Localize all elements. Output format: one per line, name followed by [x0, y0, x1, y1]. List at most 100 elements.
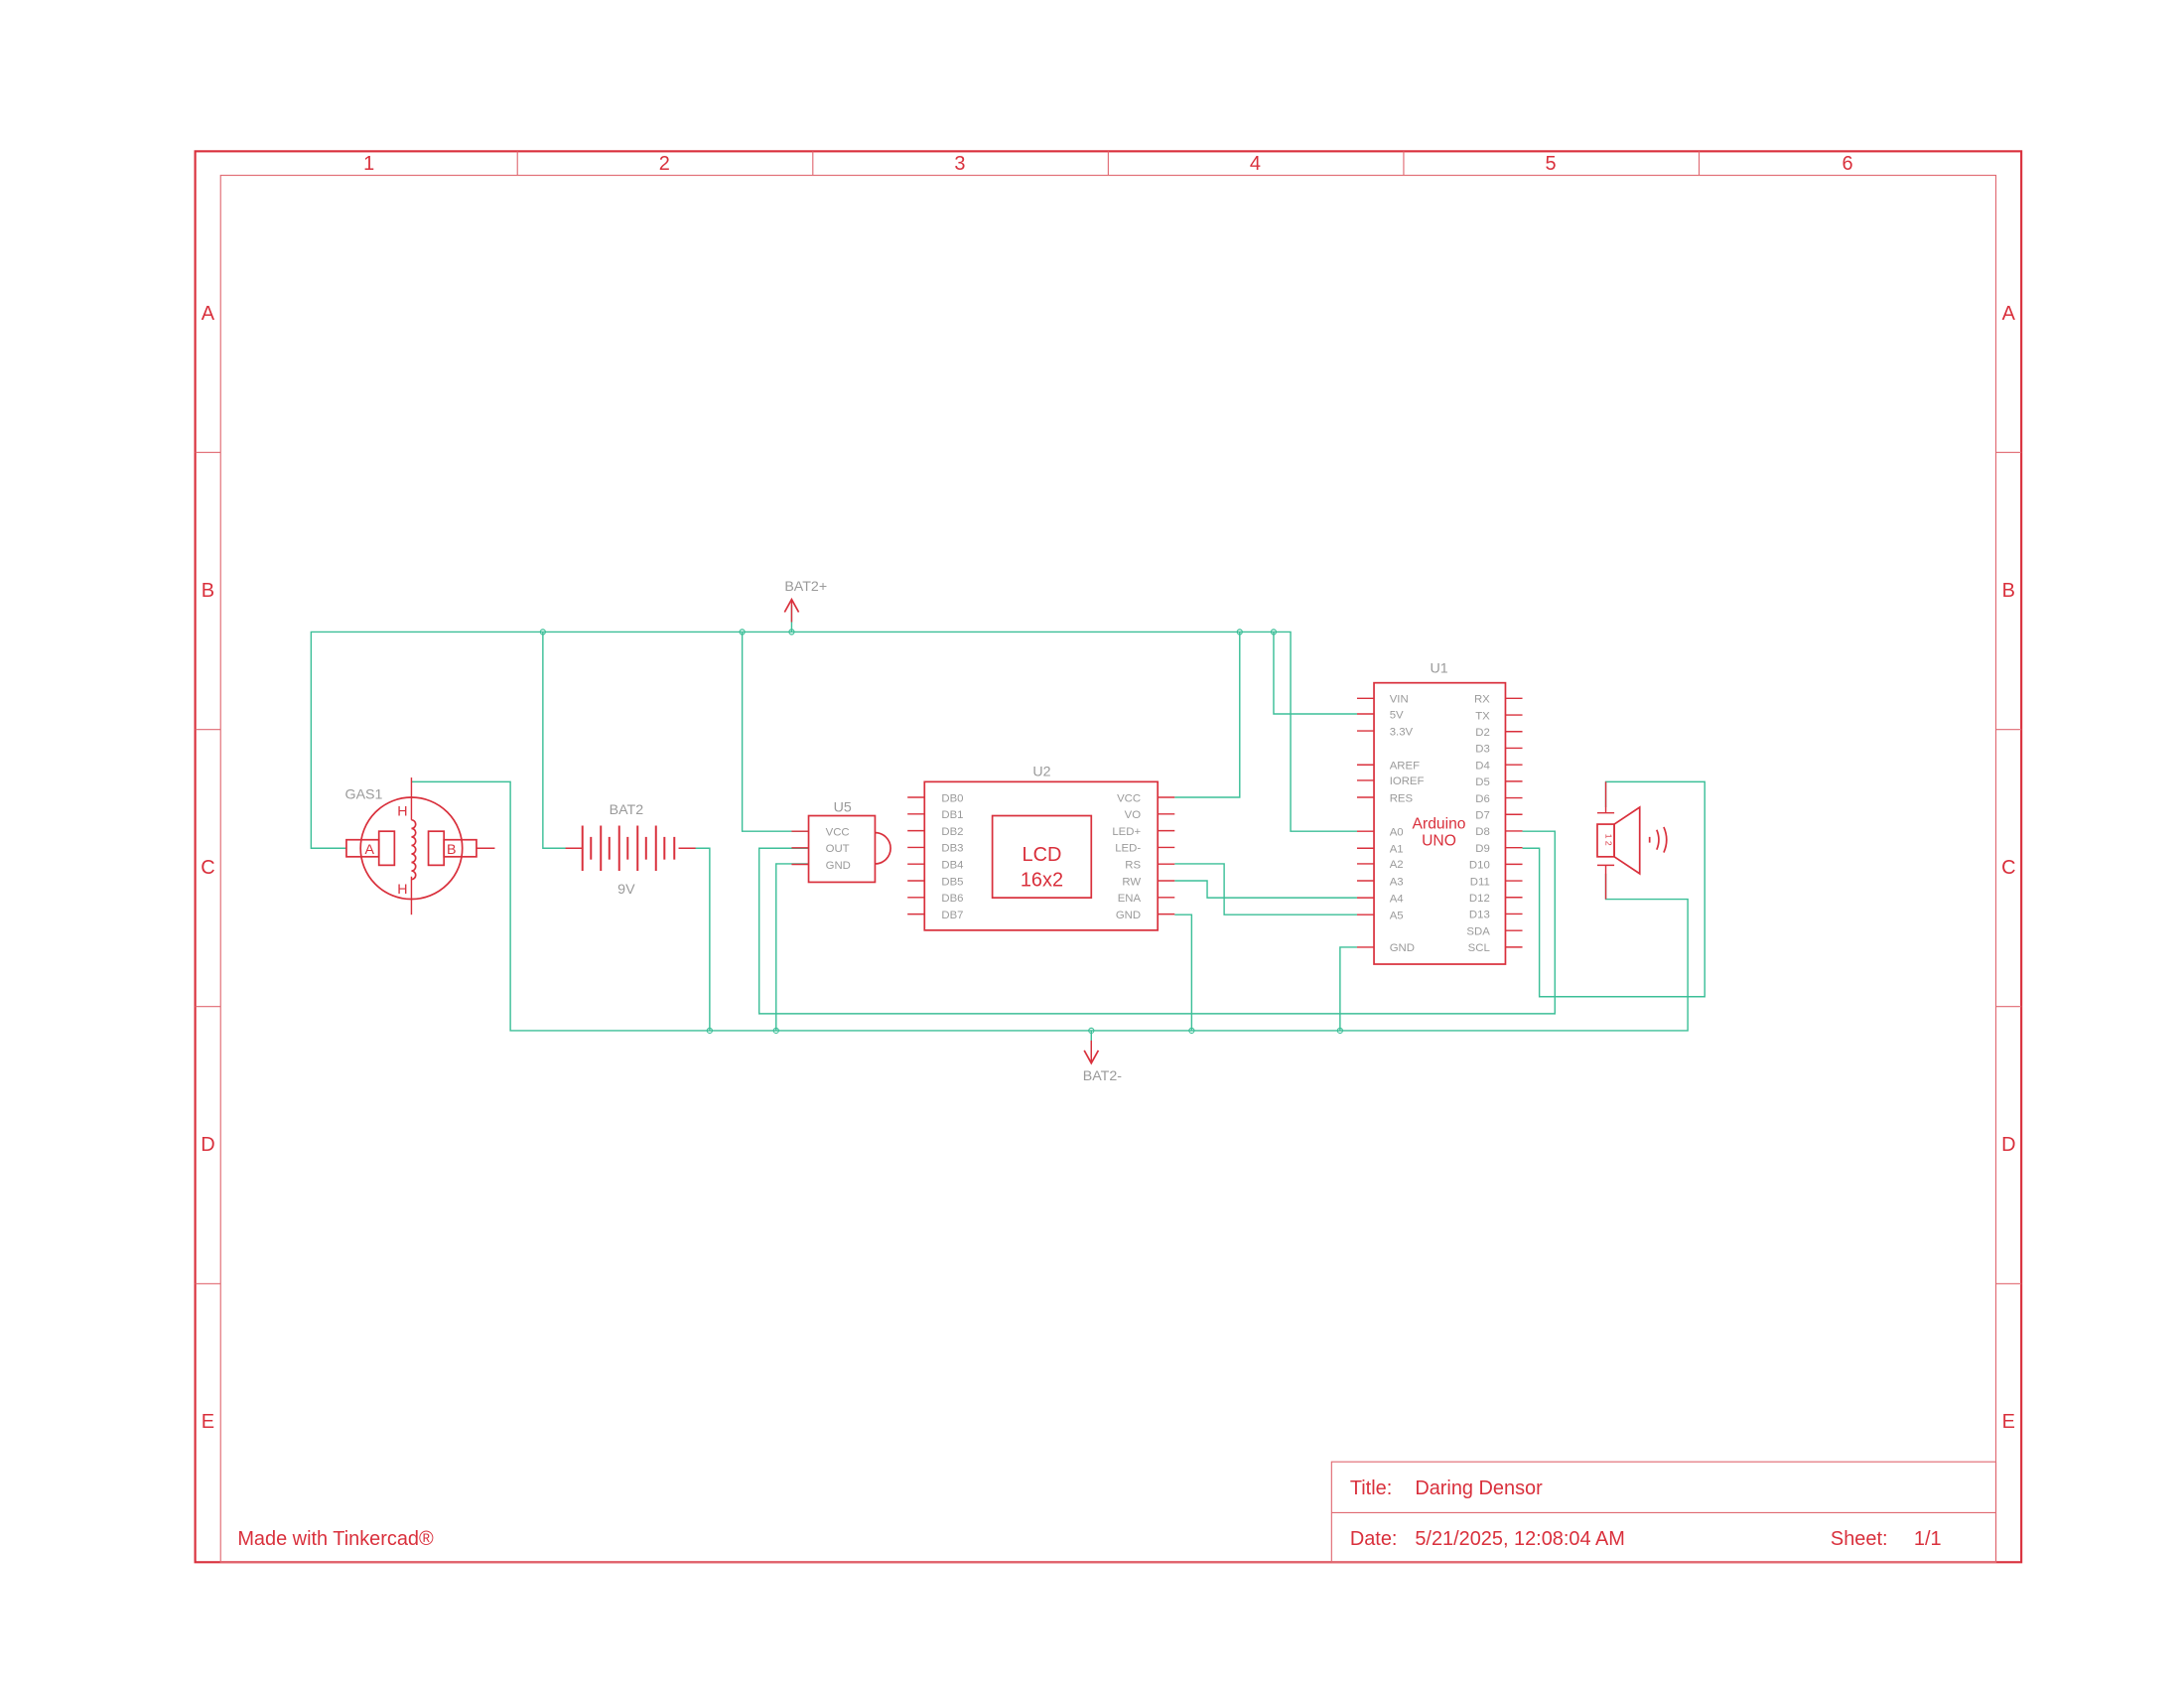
lcd-pin-label: DB2 [941, 826, 963, 838]
wires [310, 605, 1706, 1057]
arduino-pin-label: TX [1475, 710, 1490, 722]
wire-arduino-5v [1273, 632, 1357, 715]
wire-d9-speaker [1522, 780, 1706, 998]
wire-junction [1188, 1027, 1195, 1035]
arduino-pin-label: D6 [1475, 793, 1490, 805]
lcd-pin-label: LED+ [1112, 826, 1141, 838]
arduino-pin-label: IOREF [1390, 775, 1425, 787]
row-label-right: B [2002, 580, 2015, 602]
wire-battery-plus [542, 632, 583, 849]
row-label-left: B [202, 580, 214, 602]
lcd-pin-label: RS [1125, 859, 1141, 871]
sensor-u5[interactable]: U5 VCC OUT GND [791, 799, 891, 884]
lcd-pin-label: RW [1122, 876, 1141, 888]
gas-sensor-gas1[interactable]: GAS1 H H A B [345, 777, 495, 915]
arduino-pin-label: A1 [1390, 844, 1404, 856]
wire-junction [706, 1027, 713, 1035]
sheet-label: Sheet: [1831, 1528, 1888, 1550]
arduino-pin-label: SCL [1468, 942, 1490, 954]
u5-pin-label: VCC [826, 826, 850, 838]
wire-u5-out-d8 [757, 830, 1557, 1015]
wire-lcd-vcc [1174, 632, 1241, 798]
arduino-pin-label: D5 [1475, 776, 1490, 788]
column-label: 4 [1250, 153, 1261, 175]
wire-u5-vcc [741, 632, 809, 832]
wire-junction [1236, 629, 1243, 635]
wire-lcd-rw-a4 [1174, 880, 1357, 899]
arduino-pin-label: D7 [1475, 810, 1490, 822]
battery-bat2[interactable]: BAT2 9V [565, 802, 696, 898]
arduino-pin-label: D4 [1475, 760, 1490, 772]
gas-pin-b: B [447, 842, 456, 858]
lcd-title-line2: 16x2 [1021, 870, 1063, 892]
wire-junction [772, 1027, 779, 1035]
gas-pin-h-top: H [397, 804, 407, 820]
speaker[interactable]: 1 2 [1596, 781, 1668, 900]
arduino-name-line2: UNO [1422, 832, 1456, 849]
arduino-pin-label: D12 [1469, 893, 1490, 905]
wire-junction [788, 629, 795, 635]
u5-pin-label: GND [826, 860, 851, 872]
column-label: 2 [659, 153, 670, 175]
arduino-pin-label: D11 [1470, 876, 1490, 888]
lcd-pin-label: DB1 [941, 809, 963, 821]
column-label: 6 [1842, 153, 1852, 175]
lcd-title-line1: LCD [1023, 844, 1062, 866]
wire-lcd-gnd [1174, 914, 1193, 1031]
lcd-pin-label: DB3 [941, 843, 963, 855]
net-bat2-minus: BAT2- [1083, 1040, 1123, 1084]
row-label-right: D [2001, 1134, 2015, 1156]
arduino-pin-label: GND [1390, 942, 1415, 954]
arduino-pin-label: D9 [1475, 843, 1490, 855]
arduino-name-line1: Arduino [1413, 815, 1466, 832]
wire-junction [739, 629, 746, 635]
net-label-negative: BAT2- [1083, 1068, 1123, 1084]
arduino-pin-label: A4 [1390, 893, 1404, 905]
battery-ref: BAT2 [610, 802, 644, 818]
lcd-u2[interactable]: U2 LCD 16x2 DB0DB1DB2DB3DB4DB5DB6DB7VCCV… [907, 765, 1175, 931]
lcd-pin-label: DB4 [941, 859, 963, 871]
arduino-u1[interactable]: U1 Arduino UNO VIN 5V 3.3V AREF IOREF RES A0A1… [1356, 661, 1523, 965]
arduino-pin-label: D2 [1475, 727, 1490, 739]
row-label-left: D [201, 1134, 214, 1156]
column-label: 3 [954, 153, 965, 175]
lcd-pin-label: DB0 [941, 792, 963, 804]
net-label-positive: BAT2+ [784, 579, 827, 595]
arduino-pin-label: A0 [1390, 826, 1404, 838]
gas-sensor-ref: GAS1 [345, 786, 383, 802]
arduino-pin-label: D13 [1469, 910, 1490, 921]
arduino-pin-label: VIN [1390, 694, 1409, 706]
wire-u5-gnd [775, 863, 809, 1031]
wire-lcd-rs-a5 [1174, 863, 1357, 915]
wire-junction [1336, 1027, 1344, 1035]
arduino-ref: U1 [1430, 661, 1447, 677]
row-label-right: E [2002, 1411, 2015, 1433]
gas-pin-h-bottom: H [397, 882, 407, 898]
wire-junction [1088, 1027, 1095, 1035]
arduino-pin-label: AREF [1390, 761, 1420, 773]
drawing-frame [194, 150, 2023, 1564]
arduino-pin-label: A2 [1390, 859, 1404, 871]
lcd-pin-label: LED- [1115, 843, 1141, 855]
u5-ref: U5 [834, 799, 852, 815]
net-bat2-plus: BAT2+ [783, 579, 827, 623]
tinkercad-credit: Made with Tinkercad® [237, 1528, 434, 1550]
lcd-pin-label: DB6 [941, 893, 963, 905]
u5-pin-label: OUT [826, 843, 850, 855]
arduino-pin-label: D10 [1469, 860, 1490, 872]
wire-junction [1270, 629, 1278, 635]
title-label: Title: [1350, 1477, 1392, 1499]
wire-arduino-gnd [1339, 946, 1357, 1031]
lcd-pin-label: DB7 [941, 910, 963, 921]
date-value: 5/21/2025, 12:08:04 AM [1415, 1528, 1625, 1550]
column-label: 1 [363, 153, 374, 175]
arduino-pin-label: RES [1390, 792, 1414, 804]
arduino-pin-label: 5V [1390, 709, 1404, 721]
lcd-pin-label: VO [1125, 809, 1142, 821]
row-label-left: A [202, 303, 215, 325]
arduino-pin-label: 3.3V [1390, 726, 1414, 738]
speaker-pin-labels: 1 2 [1604, 834, 1614, 846]
title-block: Title: Daring Densor Date: 5/21/2025, 12… [1330, 1461, 1997, 1563]
sheet-value: 1/1 [1914, 1528, 1942, 1550]
